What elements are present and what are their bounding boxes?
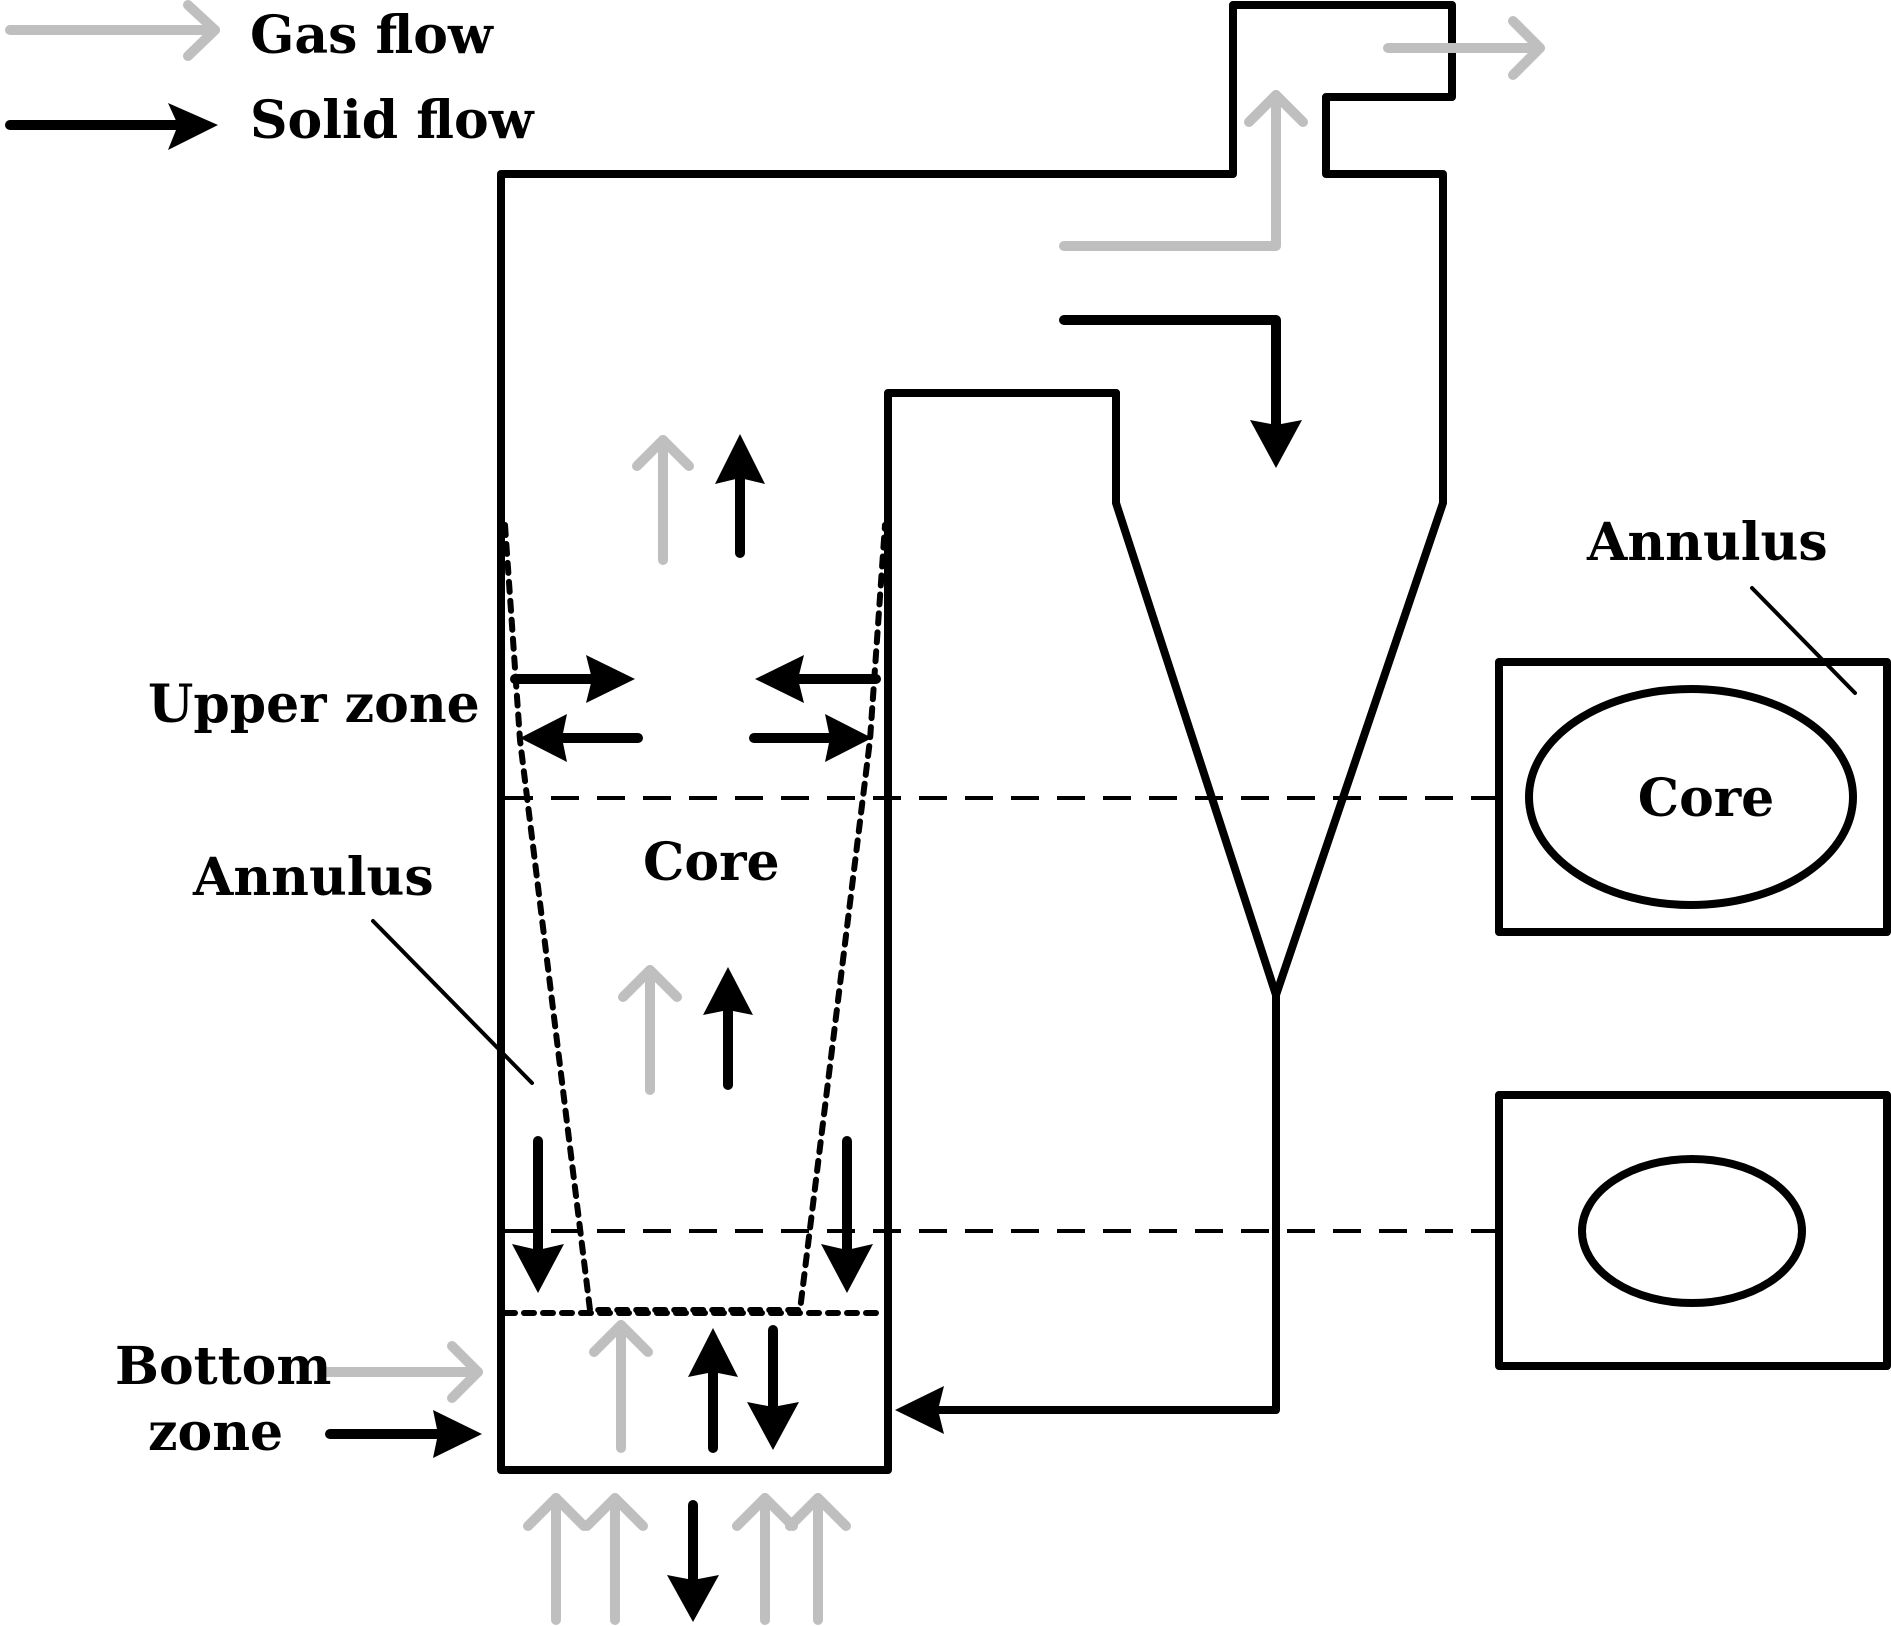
gas-up-arrow-icon (618, 965, 682, 1095)
riser-top-arrows (632, 434, 765, 565)
solid-left-arrow-icon (755, 655, 881, 703)
solid-return-arrow-icon (895, 1386, 944, 1434)
section-annulus-leader-line (1750, 586, 1857, 695)
standpipe (931, 991, 1280, 1414)
riser-wall-left-top (497, 170, 1131, 1474)
gas-up-arrow-icon (523, 1493, 589, 1625)
bottom-zone-label-line1: Bottom (115, 1336, 331, 1397)
core-annulus-boundary (502, 522, 888, 1316)
gas-outlet-arrow-icon (1059, 90, 1308, 251)
solid-inlet-side-arrow-icon (325, 1410, 482, 1458)
solid-left-arrow-icon (520, 714, 643, 762)
lower-cross-section (1495, 1091, 1891, 1370)
cyclone-left-wall (1112, 389, 1280, 999)
upper-zone-label: Upper zone (148, 674, 480, 735)
cyclone-outlet-and-right-wall (1123, 1, 1456, 999)
solid-separation-arrow-icon (1059, 315, 1302, 468)
gas-up-arrow-icon (632, 435, 694, 565)
solid-up-arrow-icon (715, 434, 765, 558)
legend: Gas flow Solid flow (5, 0, 535, 151)
legend-solid-label: Solid flow (250, 90, 535, 151)
riser-annulus-label: Annulus (192, 847, 434, 908)
solid-right-arrow-icon (749, 714, 872, 762)
upper-zone-lateral-arrows (510, 655, 881, 762)
solid-down-arrow-icon (821, 1136, 873, 1293)
bottom-zone-label-line2: zone (148, 1402, 283, 1463)
gas-up-arrow-icon (732, 1493, 798, 1625)
solid-up-arrow-icon (688, 1328, 738, 1453)
riser-core-label: Core (643, 832, 780, 893)
solid-right-arrow-icon (510, 655, 635, 703)
cyclone (931, 1, 1456, 1414)
section-annulus-label: Annulus (1586, 512, 1828, 573)
solid-down-arrow-icon (667, 1500, 719, 1622)
solid-down-arrow-icon (512, 1136, 564, 1293)
legend-gas-arrow-icon (5, 0, 220, 61)
bottom-zone-arrows (320, 1320, 799, 1458)
core-mid-arrows (618, 965, 753, 1095)
legend-solid-arrow-icon (5, 103, 218, 150)
gas-up-arrow-icon (582, 1493, 648, 1625)
core-ellipse-lower (1578, 1155, 1806, 1307)
riser (497, 170, 1131, 1474)
solid-up-arrow-icon (703, 967, 753, 1090)
annulus-down-arrows (512, 1136, 873, 1293)
gas-up-arrow-icon (785, 1493, 851, 1625)
legend-gas-label: Gas flow (250, 5, 494, 66)
solid-down-arrow-icon (747, 1325, 799, 1450)
gas-exit-arrow-icon (1383, 16, 1545, 80)
gas-up-arrow-icon (589, 1320, 653, 1453)
core-ellipse-upper (1525, 685, 1857, 909)
upper-cross-section: Core Annulus (1495, 512, 1891, 936)
annulus-leader-line (371, 919, 534, 1085)
gas-inlet-side-arrow-icon (320, 1341, 483, 1403)
section-core-label: Core (1638, 768, 1775, 829)
cyclone-flows (895, 16, 1545, 1434)
distributor-arrows (523, 1493, 851, 1625)
